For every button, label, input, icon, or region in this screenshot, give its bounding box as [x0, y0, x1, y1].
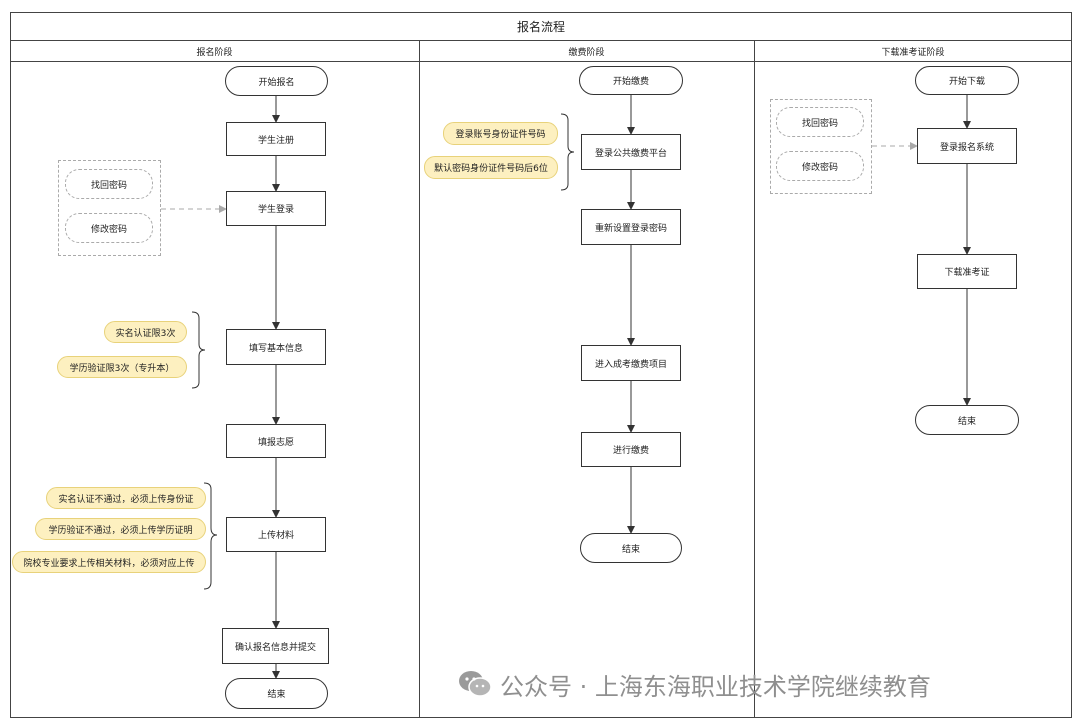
- start-registration-node: 开始报名: [225, 66, 328, 96]
- password-options-group: [770, 99, 872, 194]
- enter-exam-payment-node: 进入成考缴费项目: [581, 345, 681, 381]
- note-realname-limit: 实名认证限3次: [104, 321, 187, 343]
- lane-header-registration: 报名阶段: [10, 41, 419, 62]
- login-registration-system-node: 登录报名系统: [917, 128, 1017, 164]
- find-password-option: 找回密码: [65, 169, 153, 199]
- watermark-text: 公众号 · 上海东海职业技术学院继续教育: [500, 672, 931, 701]
- note-education-limit: 学历验证限3次（专升本）: [57, 356, 187, 378]
- note-id-upload: 实名认证不通过，必须上传身份证: [46, 487, 206, 509]
- lane-divider: [419, 41, 420, 718]
- note-login-account: 登录账号身份证件号码: [443, 122, 558, 145]
- reset-password-node: 重新设置登录密码: [581, 209, 681, 245]
- lane-header-payment: 缴费阶段: [419, 41, 754, 62]
- lane-divider: [754, 41, 755, 718]
- start-payment-node: 开始缴费: [579, 66, 683, 95]
- end-registration-node: 结束: [225, 678, 328, 709]
- download-admission-ticket-node: 下载准考证: [917, 254, 1017, 289]
- start-download-node: 开始下载: [915, 66, 1019, 95]
- diagram-title: 报名流程: [10, 12, 1072, 41]
- wechat-icon: [459, 671, 492, 697]
- lane-header-download: 下载准考证阶段: [754, 41, 1072, 62]
- note-major-upload: 院校专业要求上传相关材料，必须对应上传: [12, 551, 206, 573]
- upload-materials-node: 上传材料: [226, 517, 326, 552]
- change-password-option: 修改密码: [776, 151, 864, 181]
- find-password-option: 找回密码: [776, 107, 864, 137]
- password-options-group: [58, 160, 161, 256]
- fill-wish-node: 填报志愿: [226, 424, 326, 458]
- diagram-frame: [10, 12, 1072, 718]
- login-payment-platform-node: 登录公共缴费平台: [581, 134, 681, 170]
- watermark: 公众号 · 上海东海职业技术学院继续教育: [458, 666, 931, 702]
- note-diploma-upload: 学历验证不通过，必须上传学历证明: [35, 518, 206, 540]
- confirm-submit-node: 确认报名信息并提交: [222, 628, 329, 664]
- fill-basic-info-node: 填写基本信息: [226, 329, 326, 365]
- student-login-node: 学生登录: [226, 191, 326, 226]
- change-password-option: 修改密码: [65, 213, 153, 243]
- make-payment-node: 进行缴费: [581, 432, 681, 467]
- end-payment-node: 结束: [580, 533, 682, 563]
- note-default-password: 默认密码身份证件号码后6位: [424, 156, 558, 179]
- student-register-node: 学生注册: [226, 122, 326, 156]
- end-download-node: 结束: [915, 405, 1019, 435]
